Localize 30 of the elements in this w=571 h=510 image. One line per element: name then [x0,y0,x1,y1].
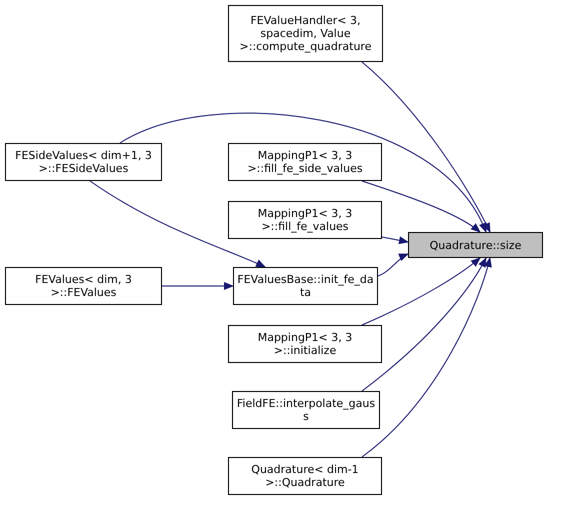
function-name: FESideValues< dim+1, 3 >::FESideValues [14,149,153,175]
function-box [228,325,382,363]
highlighted-function-box [408,232,543,258]
function-name: FieldFE::interpolate_gauss [236,397,376,423]
call-arrow [362,62,490,233]
function-name: Quadrature< dim-1 >::Quadrature [250,463,360,489]
call-arrow [362,257,492,458]
function-name: FEValues< dim, 3 >::FEValues [34,273,133,299]
call-arrow [378,254,409,276]
function-box [228,201,382,239]
call-arrow [362,180,481,233]
call-arrow [120,112,486,233]
call-arrow [382,236,409,244]
function-name: MappingP1< 3, 3 >::fill_fe_values [256,207,354,233]
call-arrow [90,180,266,268]
function-box [232,391,380,429]
function-name: FEValuesBase::init_fe_data [236,273,375,299]
call-arrow [362,257,481,326]
function-name: FEValueHandler< 3, spacedim, Value >::compute_quadrature [238,14,372,53]
function-name: Quadrature::size [428,238,522,252]
function-box [228,143,382,181]
function-box [228,5,383,62]
function-box [5,267,162,305]
function-box [5,143,162,181]
function-box [233,267,378,305]
function-name: MappingP1< 3, 3 >::fill_fe_side_values [246,149,364,175]
function-box [228,457,382,495]
function-name: MappingP1< 3, 3 >::initialize [256,331,354,357]
call-arrow [162,282,234,290]
call-arrow [362,257,486,392]
